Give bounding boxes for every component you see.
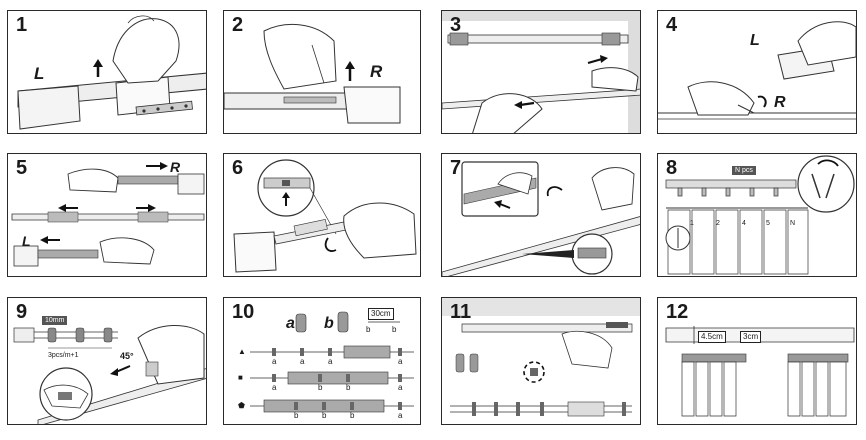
step-panel-2: 2 R (223, 10, 421, 134)
spacing-hook-label: b (366, 325, 371, 334)
step-number: 7 (450, 157, 462, 179)
left-side-label: L (34, 64, 45, 83)
track-height-label: 4.5cm (698, 331, 726, 343)
step-10-illustration (250, 311, 414, 413)
row-end-label: a (398, 383, 403, 392)
row-clip-label: b (346, 383, 351, 392)
step-number: 10 (232, 301, 255, 323)
curtain-panel-number: 1 (690, 220, 694, 227)
hook-spacing-label: 10mm (42, 316, 68, 325)
step-panel-8: 8 N pcs 1 2 4 5 N (657, 153, 857, 277)
step-8-illustration (665, 155, 855, 275)
row-clip-label: b (294, 411, 299, 420)
step-number: 4 (666, 14, 678, 36)
step-4-illustration (658, 21, 856, 120)
hook-type-b-label: b (324, 315, 334, 332)
step-number: 11 (450, 301, 472, 323)
step-panel-7: 7 (441, 153, 641, 277)
row-end-label: a (398, 411, 403, 420)
row-clip-label: b (350, 411, 355, 420)
spacing-hook-label: b (392, 325, 397, 334)
step-panel-10: 10 a b 30cm b b ▲ a a a a ■ a b b a ⬟ b … (223, 297, 421, 425)
step-number: 2 (232, 14, 244, 36)
step-number: 5 (16, 157, 28, 179)
curtain-panel-number: 2 (716, 220, 720, 227)
row-clip-label: a (300, 357, 305, 366)
step-panel-11: 11 (441, 297, 641, 425)
step-2-illustration (224, 23, 401, 124)
row-clip-label: a (328, 357, 333, 366)
step-panel-3: 3 (441, 10, 641, 134)
step-6-illustration (233, 159, 417, 273)
hook-density-label: 3pcs/m+1 (48, 352, 79, 359)
step-number: 3 (450, 14, 462, 36)
row-symbol: ▲ (238, 347, 246, 356)
step-3-illustration (442, 11, 640, 133)
right-side-label: R (170, 159, 181, 175)
hook-type-a-label: a (286, 315, 295, 332)
row-clip-label: a (272, 383, 277, 392)
step-7-illustration (442, 161, 640, 276)
step-number: 1 (16, 14, 28, 36)
curtain-panel-number: 5 (766, 220, 770, 227)
left-side-label: L (750, 32, 760, 49)
row-end-label: a (398, 357, 403, 366)
step-panel-4: 4 L R (657, 10, 857, 134)
step-panel-1: 1 L (7, 10, 207, 134)
row-clip-label: b (318, 383, 323, 392)
hook-count-label: N pcs (732, 166, 756, 175)
step-11-illustration (442, 298, 640, 417)
curtain-panel-number: 4 (742, 220, 746, 227)
step-number: 6 (232, 157, 244, 179)
hook-angle-label: 45° (120, 351, 134, 361)
left-side-label: L (22, 233, 31, 249)
step-panel-9: 9 10mm 3pcs/m+1 45° (7, 297, 207, 425)
row-symbol: ⬟ (238, 401, 245, 410)
row-clip-label: b (322, 411, 327, 420)
step-5-illustration (11, 162, 205, 267)
curtain-gap-label: 3cm (740, 331, 762, 343)
hook-spacing-label: 30cm (368, 308, 394, 320)
step-number: 9 (16, 301, 28, 323)
step-panel-5: 5 R L (7, 153, 207, 277)
step-panel-12: 12 4.5cm 3cm (657, 297, 857, 425)
step-panel-6: 6 (223, 153, 421, 277)
right-side-label: R (370, 62, 383, 81)
row-symbol: ■ (238, 373, 243, 382)
step-number: 8 (666, 157, 678, 179)
right-side-label: R (774, 94, 786, 111)
row-clip-label: a (272, 357, 277, 366)
step-9-illustration (13, 324, 206, 424)
step-number: 12 (666, 301, 689, 323)
step-1-illustration (17, 15, 206, 130)
curtain-panel-number: N (790, 220, 796, 227)
